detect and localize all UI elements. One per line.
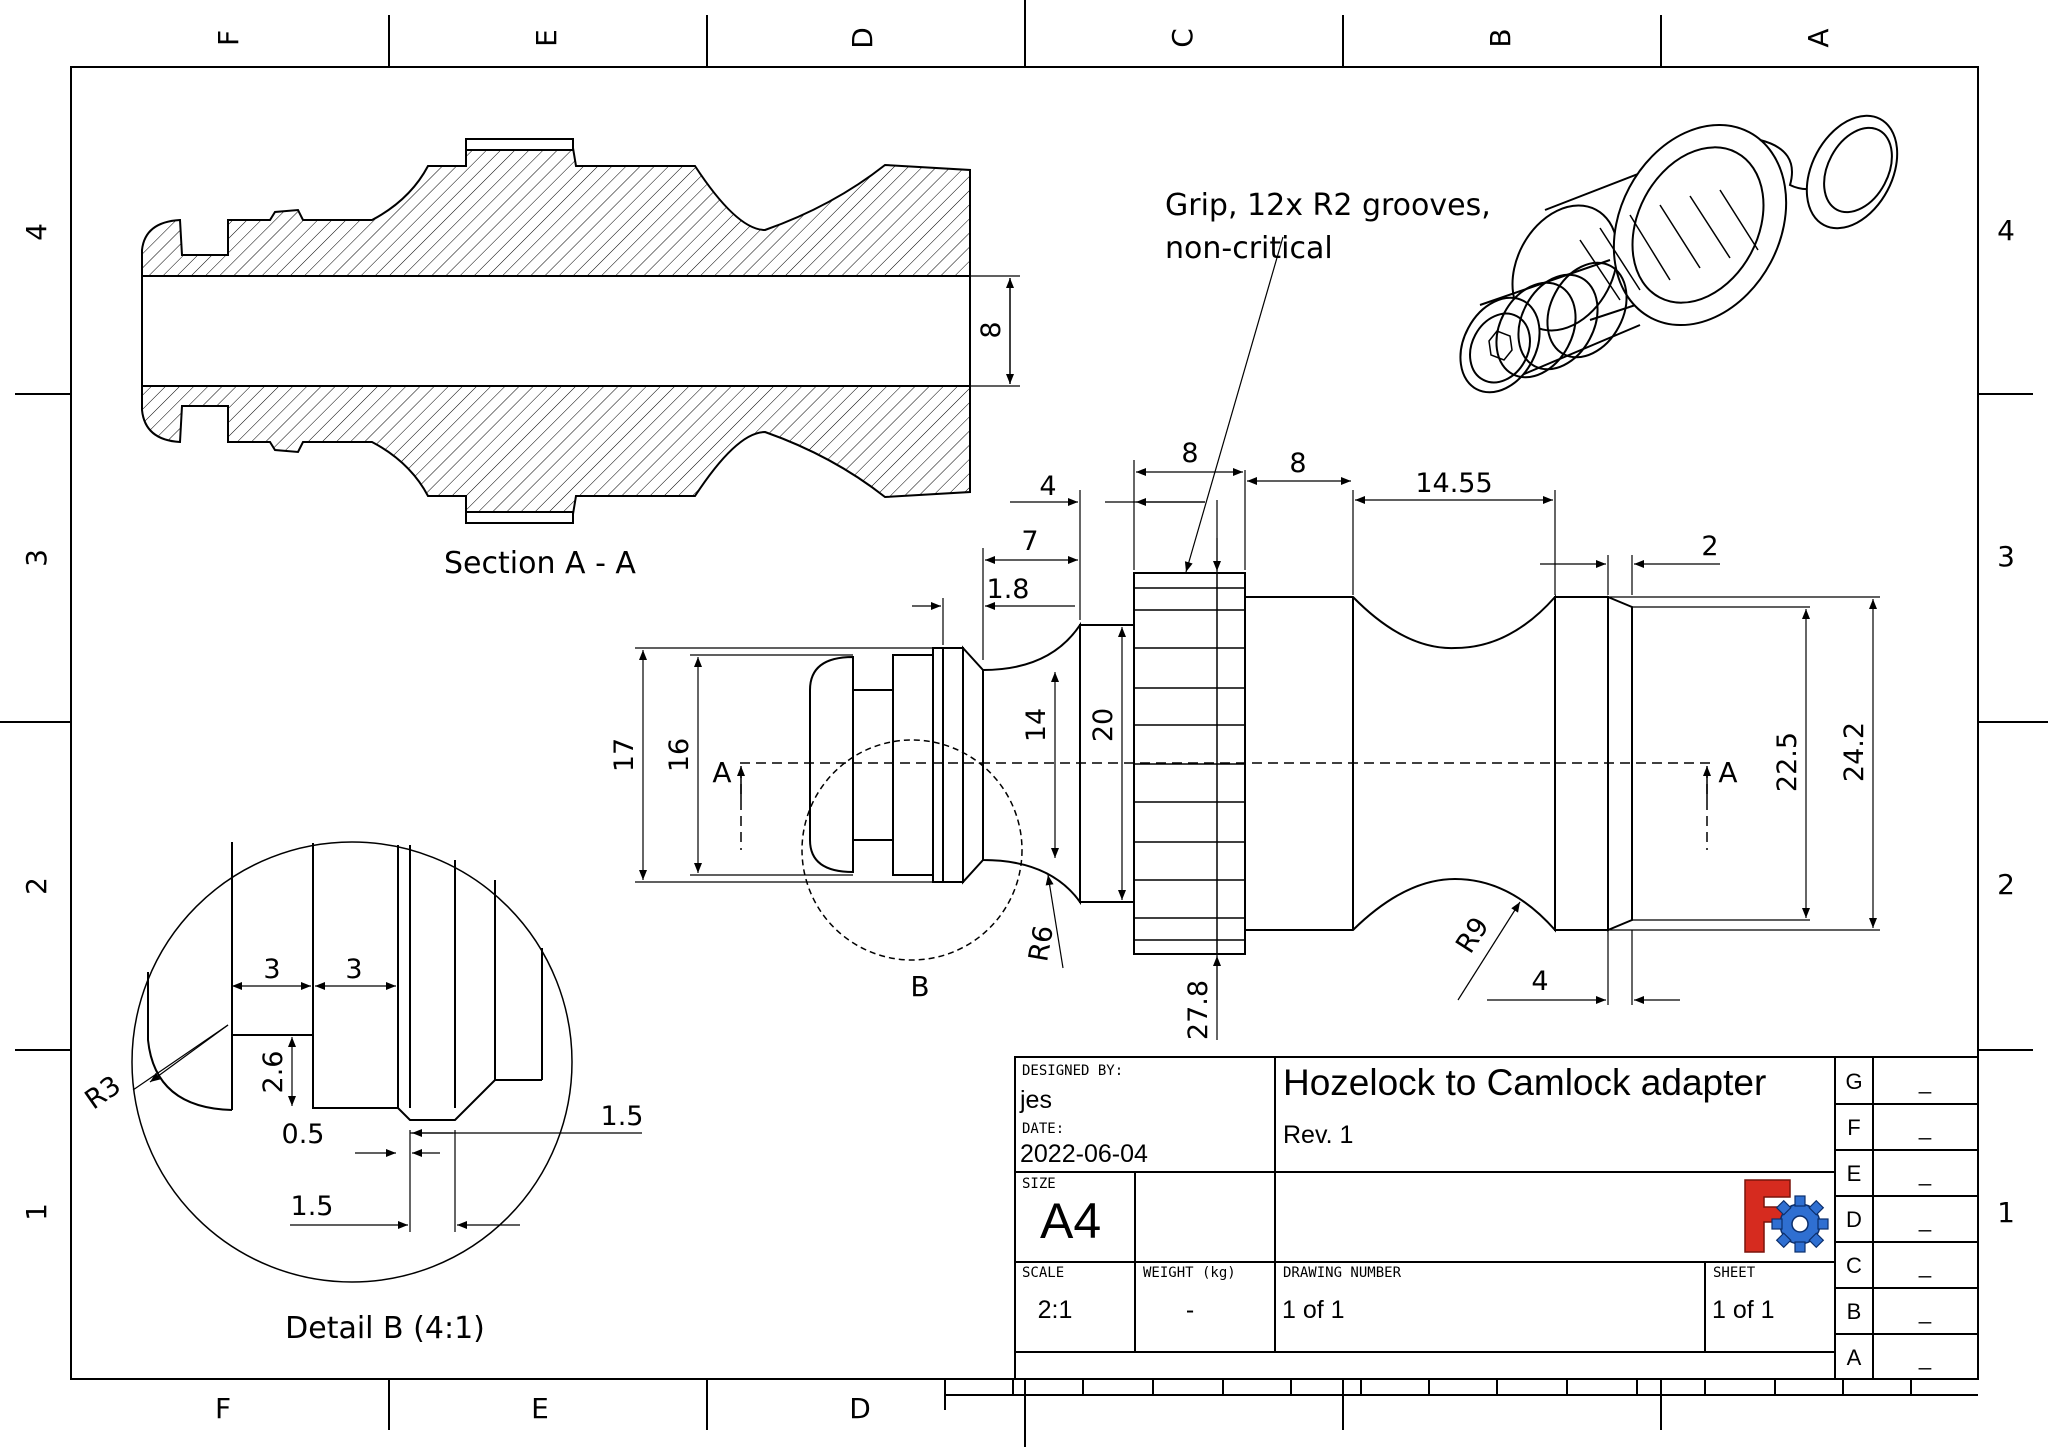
dim-24-2: 24.2 [1839, 722, 1870, 782]
detail-b-mark: B [910, 970, 929, 1003]
rev-row-letter: D [1846, 1207, 1862, 1232]
revision-table: G _ F _ E _ D _ C _ B _ A _ [1845, 1069, 1931, 1370]
scale-label: SCALE [1022, 1265, 1064, 1281]
sheet-label: SHEET [1713, 1265, 1756, 1281]
grip-note-line-2: non-critical [1165, 231, 1333, 266]
detail-dim-3b: 3 [345, 954, 362, 985]
section-hatch-bottom [141, 385, 971, 515]
weight-value: - [1186, 1296, 1194, 1324]
rev-row-letter: C [1846, 1253, 1862, 1278]
zone-col-bottom-d: D [849, 1392, 871, 1425]
zone-row-left-2: 2 [20, 877, 53, 895]
dim-bore-label: 8 [976, 321, 1007, 338]
rev-row-value: _ [1918, 1207, 1932, 1232]
title-block: DESIGNED BY: jes DATE: 2022-06-04 Hozelo… [1014, 1056, 1979, 1380]
rev-row-value: _ [1918, 1115, 1932, 1140]
dim-4-end: 4 [1531, 966, 1548, 997]
dim-20: 20 [1088, 708, 1119, 742]
zone-row-right-4: 4 [1997, 214, 2015, 247]
rev-row-value: _ [1918, 1253, 1932, 1278]
detail-title: Detail B (4:1) [285, 1311, 485, 1346]
detail-dim-1-5-right: 1.5 [601, 1101, 644, 1132]
zone-row-right-1: 1 [1997, 1196, 2015, 1229]
zone-col-top-d: D [846, 27, 879, 49]
dim-14: 14 [1021, 708, 1052, 742]
detail-dim-3a: 3 [263, 954, 280, 985]
zone-col-top-e: E [530, 29, 563, 47]
rev-row-letter: F [1847, 1115, 1860, 1140]
zone-row-left-3: 3 [20, 549, 53, 567]
drawing-number-label: DRAWING NUMBER [1283, 1265, 1402, 1281]
zone-row-right-3: 3 [1997, 540, 2015, 573]
detail-dim-r3: R3 [80, 1070, 127, 1116]
zone-labels: F E D C B A F E D 4 3 2 1 4 3 2 1 [20, 27, 2015, 1425]
detail-dim-0-5: 0.5 [282, 1119, 325, 1150]
rev-row-value: _ [1918, 1069, 1932, 1094]
date-label: DATE: [1022, 1121, 1064, 1137]
dim-8-body: 8 [1289, 448, 1306, 479]
date-value: 2022-06-04 [1020, 1140, 1148, 1168]
zone-row-left-4: 4 [20, 223, 53, 241]
scale-value: 2:1 [1038, 1296, 1073, 1324]
section-hatch-top [141, 147, 971, 277]
dim-14-55: 14.55 [1415, 468, 1492, 499]
zone-col-bottom-e: E [531, 1392, 549, 1425]
detail-view: 3 3 2.6 R3 0.5 1.5 1.5 Detail B (4:1) [80, 841, 644, 1346]
designed-by-value: jes [1019, 1086, 1052, 1114]
zone-col-top-f: F [212, 30, 245, 46]
designed-by-label: DESIGNED BY: [1022, 1063, 1123, 1079]
zone-col-top-b: B [1484, 28, 1517, 47]
dim-27-8: 27.8 [1183, 980, 1214, 1040]
zone-col-top-a: A [1802, 28, 1835, 47]
rev-row-letter: E [1847, 1161, 1862, 1186]
dim-22-5: 22.5 [1772, 732, 1803, 792]
section-key-bottom [465, 511, 574, 524]
detail-dim-2-6: 2.6 [258, 1051, 289, 1094]
grip-note-line-1: Grip, 12x R2 grooves, [1165, 188, 1491, 223]
rev-row-letter: B [1847, 1299, 1862, 1324]
rev-row-letter: A [1847, 1345, 1862, 1370]
front-view-dimension-labels: 4 7 1.8 8 8 14.55 2 17 16 14 20 22.5 24.… [609, 188, 1870, 1040]
dim-1-8: 1.8 [987, 574, 1030, 605]
detail-b-marker [801, 739, 1023, 961]
dim-2: 2 [1701, 531, 1718, 562]
section-view: 8 Section A - A [141, 138, 1020, 581]
dim-7: 7 [1021, 526, 1038, 557]
zone-col-top-c: C [1166, 28, 1199, 48]
freecad-logo-icon [1744, 1179, 1829, 1253]
weight-label: WEIGHT (kg) [1143, 1265, 1236, 1281]
dim-r6: R6 [1023, 923, 1060, 964]
size-value: A4 [1040, 1193, 1101, 1249]
section-key-top [465, 138, 574, 151]
drawing-number-value: 1 of 1 [1282, 1296, 1345, 1324]
section-bore [141, 275, 971, 387]
rev-row-value: _ [1918, 1299, 1932, 1324]
section-cut-line: A A [712, 756, 1738, 850]
rev-row-value: _ [1918, 1345, 1932, 1370]
dim-17: 17 [609, 738, 640, 772]
isometric-view [1459, 114, 1899, 394]
rev-row-value: _ [1918, 1161, 1932, 1186]
dim-4: 4 [1039, 471, 1056, 502]
zone-row-right-2: 2 [1997, 868, 2015, 901]
size-label: SIZE [1022, 1176, 1056, 1192]
nose-outline [809, 655, 854, 874]
revision-label: Rev. 1 [1283, 1121, 1353, 1149]
detail-dim-1-5-left: 1.5 [291, 1191, 334, 1222]
dim-8-grip: 8 [1181, 438, 1198, 469]
sheet-value: 1 of 1 [1712, 1296, 1775, 1324]
zone-row-left-1: 1 [20, 1203, 53, 1221]
rev-row-letter: G [1845, 1069, 1862, 1094]
section-mark-right: A [1718, 756, 1737, 789]
drawing-title: Hozelock to Camlock adapter [1283, 1062, 1766, 1103]
section-title: Section A - A [444, 546, 636, 581]
section-mark-left: A [712, 756, 731, 789]
dim-16: 16 [664, 738, 695, 772]
front-view-dimensions [635, 236, 1880, 1040]
zone-col-bottom-f: F [215, 1392, 231, 1425]
